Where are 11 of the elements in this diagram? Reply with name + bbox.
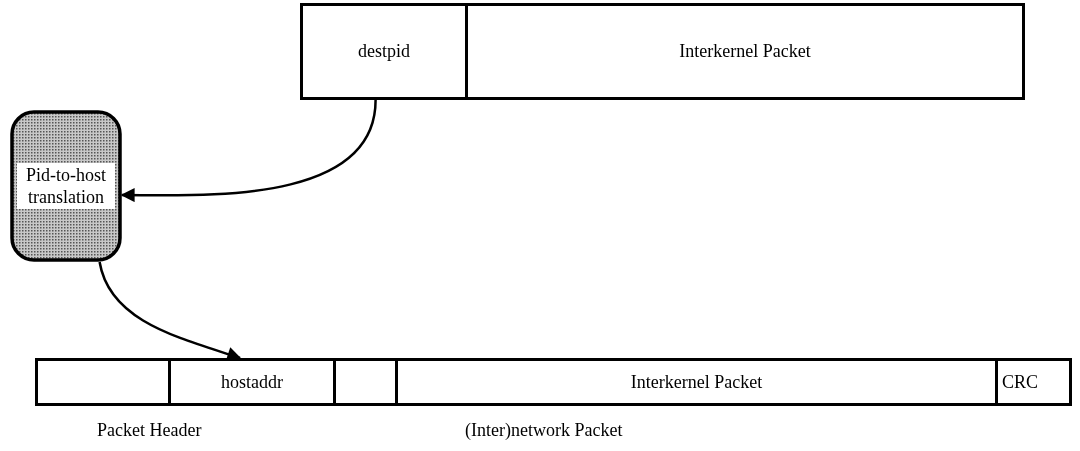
field-cell: Interkernel Packet <box>395 358 998 406</box>
field-cell: hostaddr <box>168 358 336 406</box>
field-cell: destpid <box>300 3 468 100</box>
arrow <box>98 261 242 361</box>
field-cell: Interkernel Packet <box>465 3 1025 100</box>
field-cell: CRC <box>995 358 1072 406</box>
caption-label: Packet Header <box>97 420 202 441</box>
arrow <box>120 99 377 203</box>
process-box <box>10 110 122 262</box>
box-label: Pid-to-host translation <box>17 163 115 209</box>
caption-label: (Inter)network Packet <box>465 420 623 441</box>
